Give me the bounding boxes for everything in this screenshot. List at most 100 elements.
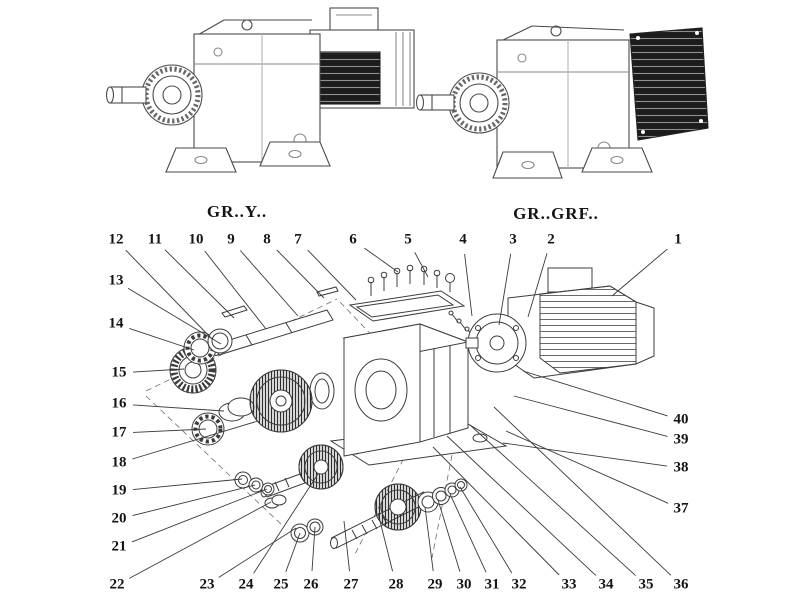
part-label-23: 23 xyxy=(199,576,215,593)
part-label-19: 19 xyxy=(111,482,127,499)
leader-line-4 xyxy=(464,253,473,317)
model-label-gr-y: GR..Y.. xyxy=(206,202,268,221)
eyebolt-icon xyxy=(241,19,253,31)
exploded-view xyxy=(145,264,655,559)
motor-stator xyxy=(317,51,381,105)
leader-line-5 xyxy=(414,252,429,278)
leader-line-24 xyxy=(253,473,319,574)
leader-line-12 xyxy=(125,249,213,340)
part-label-38: 38 xyxy=(673,459,689,476)
leader-line-20 xyxy=(132,484,256,517)
fan-cowl xyxy=(635,301,655,365)
part-label-40: 40 xyxy=(673,411,689,428)
leader-line-3 xyxy=(498,253,512,326)
part-label-22: 22 xyxy=(109,576,125,593)
leader-line-15 xyxy=(132,368,185,373)
leader-line-25 xyxy=(285,532,301,573)
large-gear xyxy=(249,369,335,433)
leader-line-13 xyxy=(127,287,222,345)
cover-bolts xyxy=(367,264,455,296)
leader-line-27 xyxy=(343,520,350,572)
part-label-28: 28 xyxy=(388,576,404,593)
leader-line-33 xyxy=(432,446,560,576)
motor-terminal-box xyxy=(547,267,593,293)
gear-housing xyxy=(329,290,508,466)
part-label-36: 36 xyxy=(673,576,689,593)
ribbed-cover xyxy=(629,27,709,141)
part-label-30: 30 xyxy=(456,576,472,593)
part-label-34: 34 xyxy=(598,576,614,593)
part-label-13: 13 xyxy=(108,272,124,289)
leader-line-29 xyxy=(424,506,434,572)
part-label-26: 26 xyxy=(303,576,319,593)
output-shaft xyxy=(419,94,455,111)
part-label-10: 10 xyxy=(188,231,204,248)
part-label-1: 1 xyxy=(674,231,682,248)
leader-line-37 xyxy=(505,430,669,504)
assembled-unit-gr-grf xyxy=(415,25,709,179)
leader-line-26 xyxy=(311,526,316,572)
output-pinion-shaft xyxy=(264,478,468,549)
mounting-foot xyxy=(259,141,331,167)
part-label-33: 33 xyxy=(561,576,577,593)
leader-line-36 xyxy=(493,406,672,576)
leader-line-17 xyxy=(132,428,207,433)
part-label-15: 15 xyxy=(111,364,127,381)
leader-line-7 xyxy=(307,249,357,301)
model-label-gr-grf: GR..GRF.. xyxy=(513,204,599,223)
leader-line-30 xyxy=(437,499,461,572)
mounting-foot xyxy=(165,147,237,173)
intermediate-gear-shaft xyxy=(234,444,344,498)
shaft-key xyxy=(316,286,339,297)
leader-line-10 xyxy=(204,250,267,330)
part-label-2: 2 xyxy=(547,231,555,248)
part-label-20: 20 xyxy=(111,510,127,527)
input-shaft-assembly xyxy=(212,286,339,356)
part-label-16: 16 xyxy=(111,395,127,412)
part-label-25: 25 xyxy=(273,576,289,593)
leader-line-11 xyxy=(164,249,235,319)
leader-line-22 xyxy=(129,501,272,579)
part-label-39: 39 xyxy=(673,431,689,448)
part-label-32: 32 xyxy=(511,576,527,593)
part-label-3: 3 xyxy=(509,231,517,248)
leader-line-1 xyxy=(611,248,668,297)
leader-line-21 xyxy=(131,488,268,543)
part-label-37: 37 xyxy=(673,500,689,517)
leader-line-40 xyxy=(522,370,668,417)
part-label-11: 11 xyxy=(147,231,163,248)
leader-line-16 xyxy=(132,404,225,412)
top-cover xyxy=(348,290,466,322)
mounting-foot xyxy=(581,147,653,173)
part-label-31: 31 xyxy=(484,576,500,593)
motor-assembly xyxy=(448,267,655,379)
output-shaft xyxy=(109,86,147,104)
leader-line-2 xyxy=(527,253,548,318)
part-label-14: 14 xyxy=(108,315,124,332)
motor-shaft-stub xyxy=(465,337,479,349)
part-label-17: 17 xyxy=(111,424,127,441)
leader-line-34 xyxy=(446,435,597,576)
leader-line-35 xyxy=(469,424,636,576)
part-label-4: 4 xyxy=(459,231,467,248)
gearcase-body xyxy=(193,33,321,163)
leader-line-38 xyxy=(502,442,668,467)
leader-line-6 xyxy=(364,247,399,273)
part-label-24: 24 xyxy=(238,576,254,593)
leader-line-32 xyxy=(459,486,513,574)
part-label-18: 18 xyxy=(111,454,127,471)
shaft-key xyxy=(221,305,248,318)
part-label-9: 9 xyxy=(227,231,235,248)
eyebolt-icon xyxy=(445,273,455,283)
assembled-unit-gr-y xyxy=(105,7,415,173)
leader-line-14 xyxy=(129,327,195,351)
part-label-27: 27 xyxy=(343,576,359,593)
part-label-6: 6 xyxy=(349,231,357,248)
part-label-12: 12 xyxy=(108,231,124,248)
leader-line-18 xyxy=(132,420,259,460)
bearings-and-rings-left xyxy=(169,328,255,446)
leader-line-23 xyxy=(218,527,297,578)
part-label-5: 5 xyxy=(404,231,412,248)
